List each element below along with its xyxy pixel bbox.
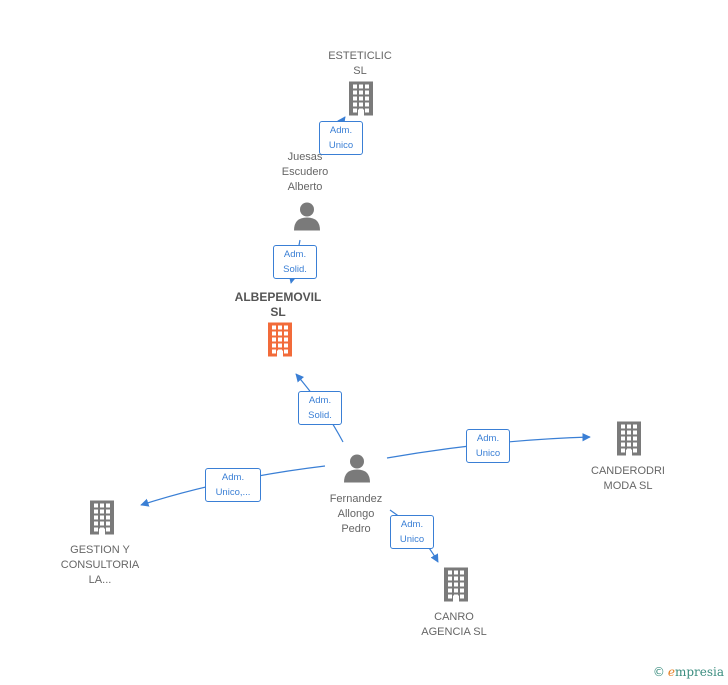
edge-label-fernandez-to-albepemovil: Adm. Solid. (298, 391, 342, 425)
edge-label-fernandez-to-canderodri: Adm. Unico (466, 429, 510, 463)
person-icon[interactable] (342, 453, 372, 488)
edge-label-juesas-to-albepemovil: Adm. Solid. (273, 245, 317, 279)
edge-label-fernandez-to-gestion: Adm. Unico,... (205, 468, 261, 502)
node-label-fernandez[interactable]: Fernandez Allongo Pedro (329, 493, 383, 535)
copyright-symbol: © (652, 665, 665, 679)
edge-label-fernandez-to-canro: Adm. Unico (390, 515, 434, 549)
building-icon[interactable] (614, 421, 644, 461)
node-label-esteticlic[interactable]: ESTETICLIC SL (328, 50, 392, 77)
node-label-canderodri[interactable]: CANDERODRI MODA SL (591, 465, 665, 492)
node-label-canro[interactable]: CANRO AGENCIA SL (421, 611, 487, 638)
building-icon[interactable] (346, 81, 376, 121)
building-icon[interactable] (441, 567, 471, 607)
node-label-juesas[interactable]: Juesas Escudero Alberto (281, 151, 329, 193)
node-label-gestion[interactable]: GESTION Y CONSULTORIA LA... (60, 544, 140, 586)
empresia-credit: ©empresia (653, 665, 724, 679)
building-icon[interactable] (87, 500, 117, 540)
edge-label-juesas-to-esteticlic: Adm. Unico (319, 121, 363, 155)
empresia-logo-initial: e (667, 665, 675, 679)
person-icon[interactable] (292, 201, 322, 236)
node-label-albepemovil[interactable]: ALBEPEMOVIL SL (234, 290, 322, 319)
empresia-logo-text: mpresia (674, 665, 724, 679)
building-icon[interactable] (265, 322, 295, 362)
